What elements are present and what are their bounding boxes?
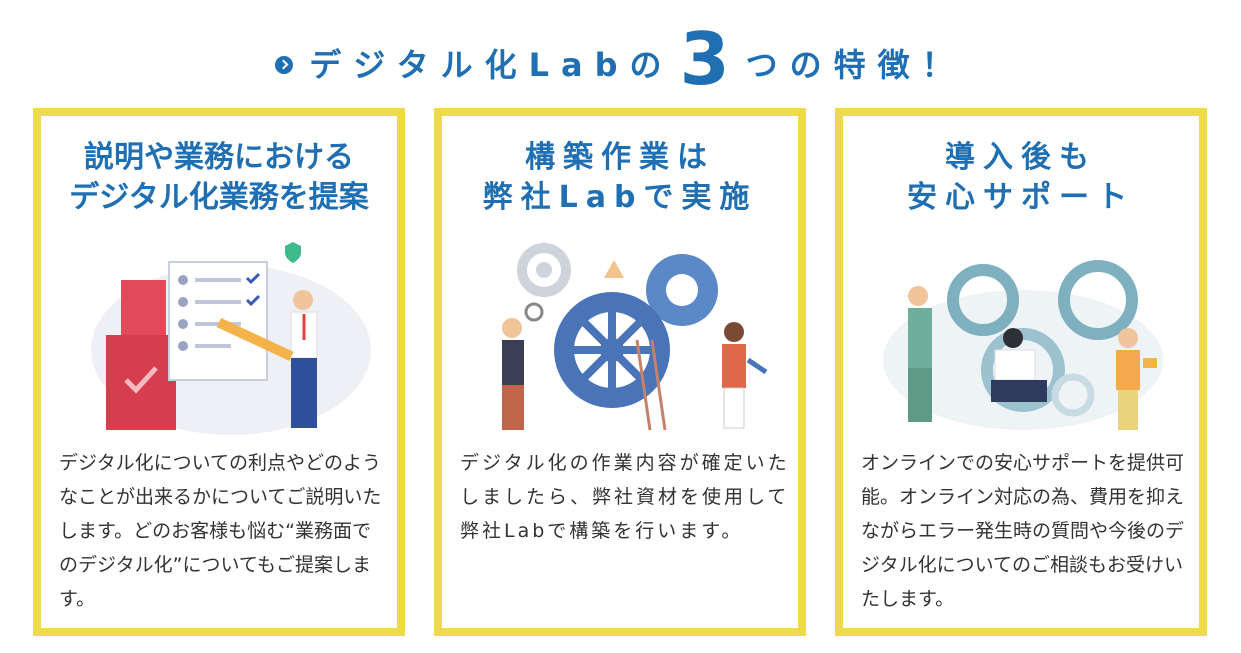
feature-card-build: 構築作業は 弊社Labで実施 デジタル <box>434 108 806 636</box>
gears-illustration-icon <box>502 243 768 431</box>
card-title: 説明や業務における デジタル化業務を提案 <box>69 140 369 215</box>
feature-card-support: 導入後も 安心サポート オンラインでの安心サポートを提供可能。オンライン対応の為… <box>835 108 1207 636</box>
card-title: 導入後も 安心サポート <box>907 140 1135 215</box>
card-description: デジタル化の作業内容が確定いたしましたら、弊社資材を使用して弊社Labで構築を行… <box>460 452 790 542</box>
feature-card-proposal: 説明や業務における デジタル化業務を提案 デ <box>33 108 405 636</box>
card-description: デジタル化についての利点やどのようなことが出来るかについてご説明いたします。どの… <box>59 452 382 610</box>
card-title: 構築作業は 弊社Labで実施 <box>482 140 758 215</box>
support-team-illustration-icon <box>883 260 1163 430</box>
checklist-illustration-icon <box>91 242 371 435</box>
heading-suffix: つの特徴！ <box>745 46 966 84</box>
heading-number: 3 <box>679 17 730 101</box>
section-heading: デジタル化Labの 3 つの特徴！ <box>0 23 1241 98</box>
card-description: オンラインでの安心サポートを提供可能。オンライン対応の為、費用を抑えながらエラー… <box>861 452 1185 610</box>
heading-prefix: デジタル化Labの <box>309 46 674 84</box>
chevron-circle-icon <box>275 56 294 74</box>
